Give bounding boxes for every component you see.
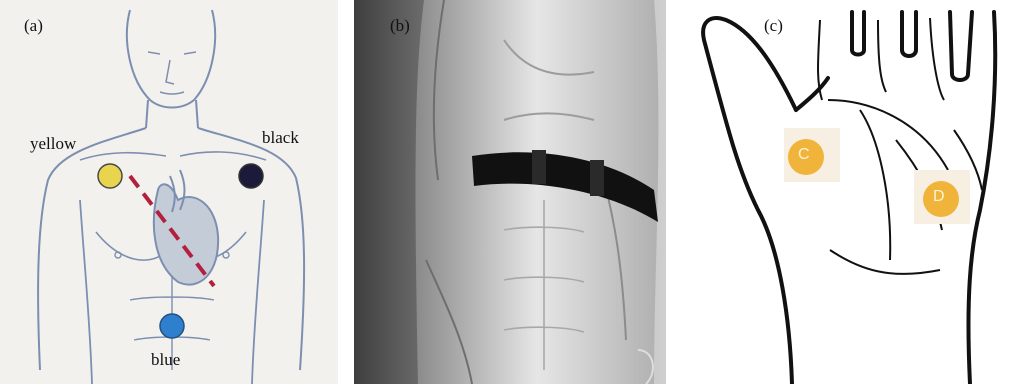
panel-a: (a) yellow black blue — [0, 0, 338, 384]
hand-sketch — [680, 0, 1017, 384]
panel-b-tag: (b) — [390, 16, 410, 36]
blue-label: blue — [151, 350, 180, 370]
torso-sketch — [0, 0, 338, 384]
panel-c: C D (c) — [680, 0, 1017, 384]
black-label: black — [262, 128, 299, 148]
yellow-electrode — [98, 164, 122, 188]
black-electrode — [239, 164, 263, 188]
panel-a-tag: (a) — [24, 16, 43, 36]
torso-photo — [354, 0, 666, 384]
yellow-label: yellow — [30, 134, 76, 154]
electrode-c-letter: C — [798, 146, 810, 164]
blue-electrode — [160, 314, 184, 338]
panel-c-tag: (c) — [764, 16, 783, 36]
electrode-d-letter: D — [933, 188, 945, 206]
panel-b: (b) — [354, 0, 666, 384]
